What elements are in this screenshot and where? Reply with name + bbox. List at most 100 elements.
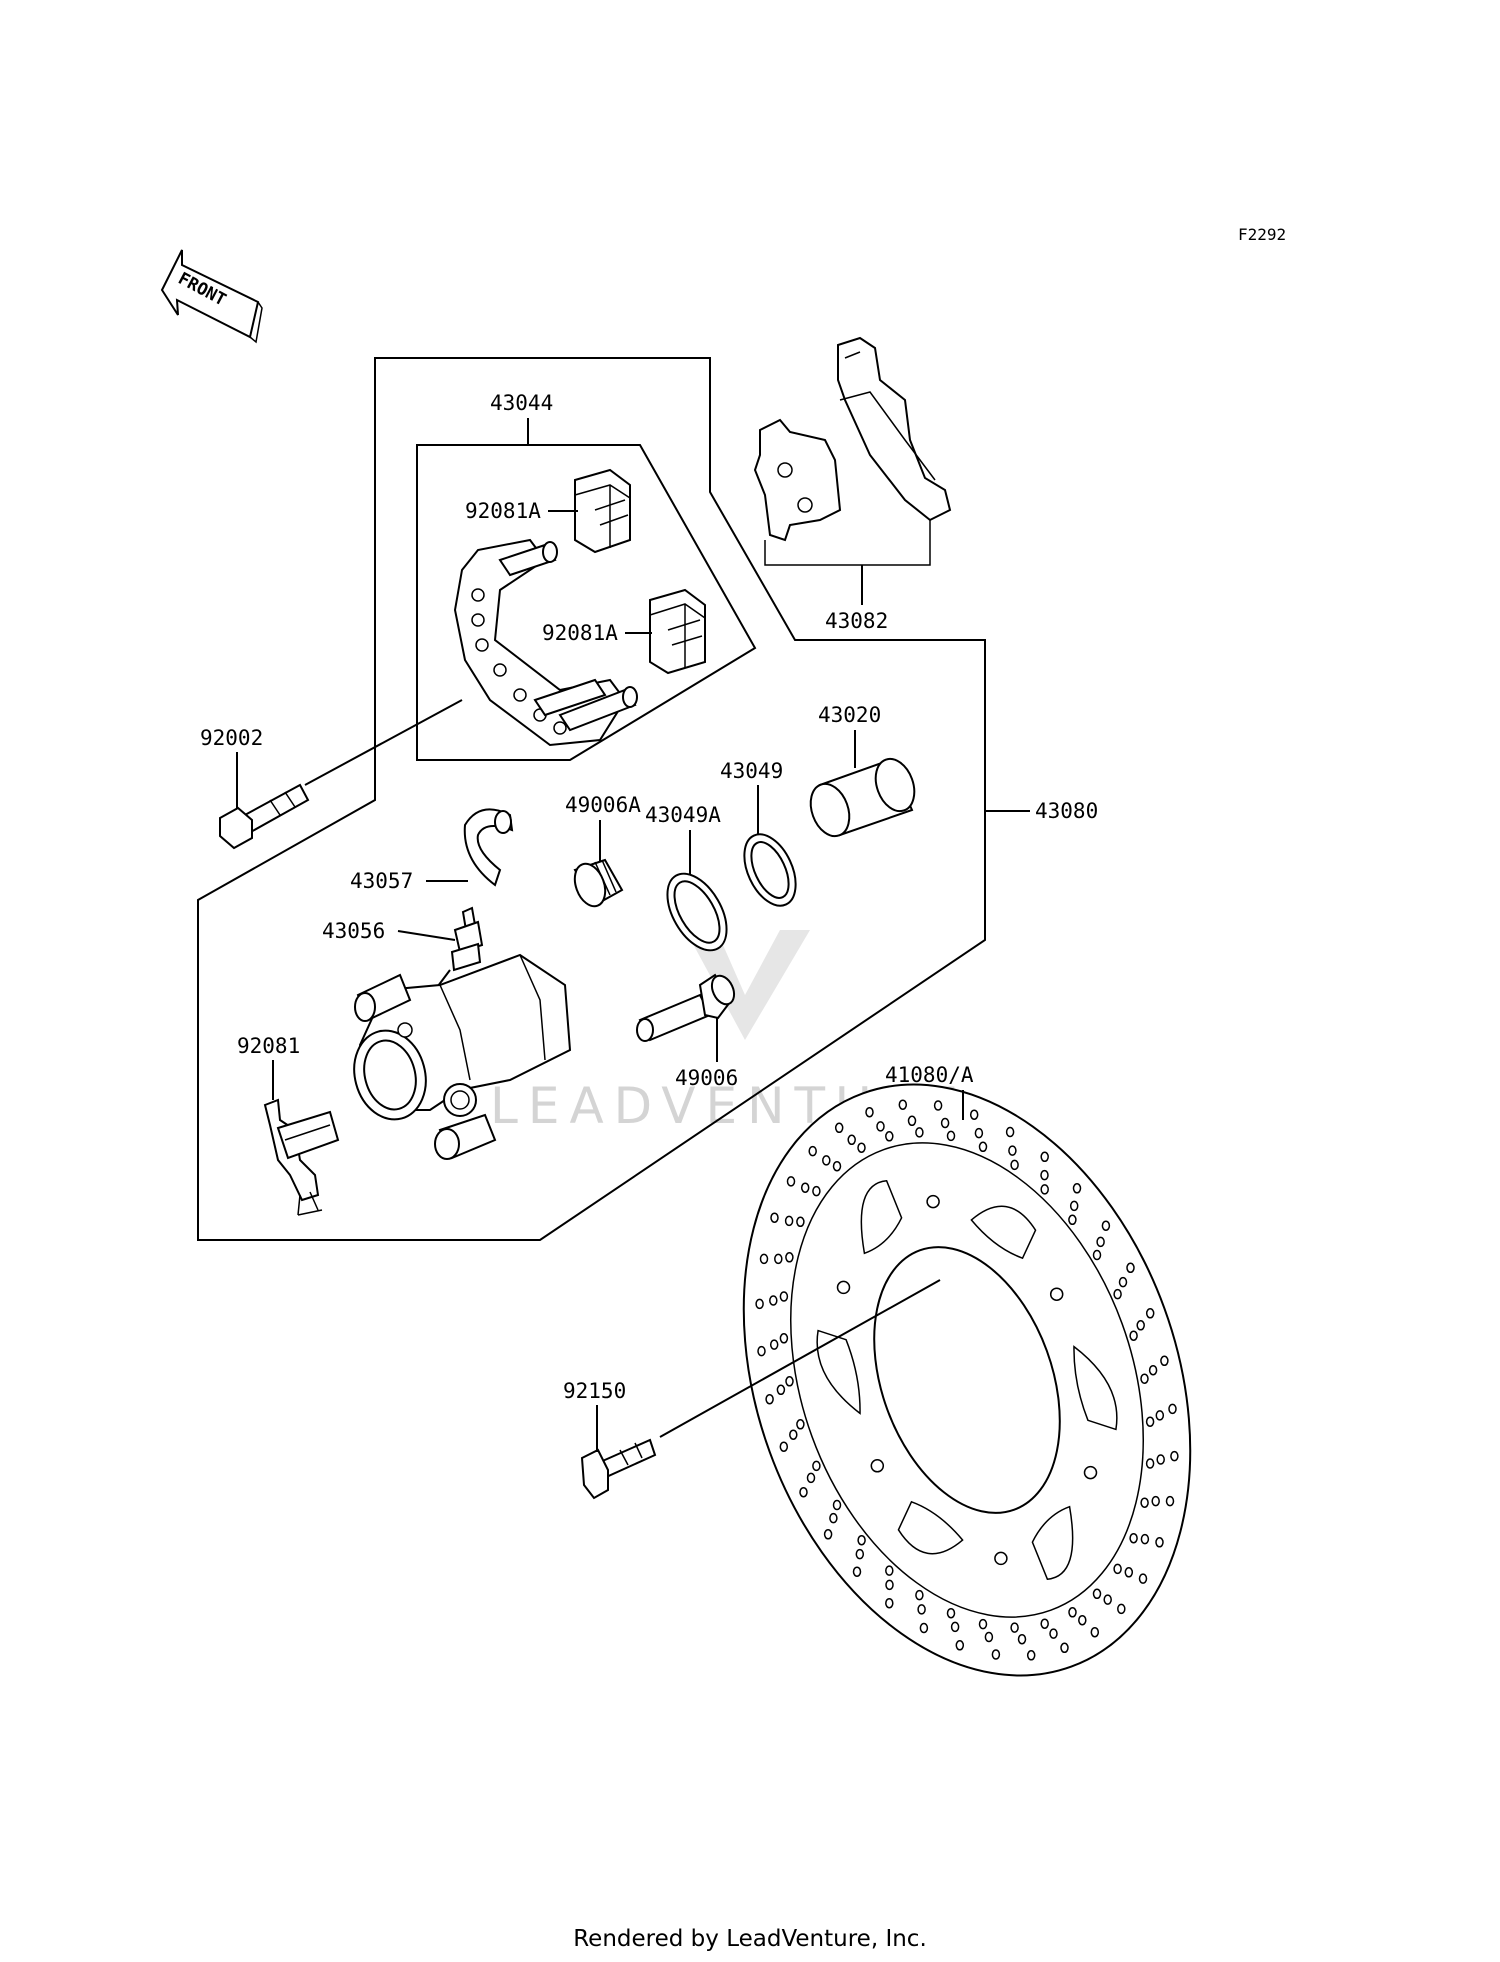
disc-perforation-hole (806, 1472, 816, 1484)
disc-perforation-hole (950, 1621, 960, 1633)
label-49006A: 49006A (565, 793, 641, 817)
disc-perforation-hole (1049, 1628, 1058, 1639)
disc-perforation-hole (769, 1339, 779, 1350)
disc-perforation-hole (784, 1215, 794, 1227)
disc-perforation-hole (1101, 1220, 1111, 1231)
disc-perforation-hole (757, 1345, 766, 1357)
disc-perforation-hole (852, 1566, 862, 1577)
disc-perforation-hole (834, 1122, 844, 1134)
disc-perforation-hole (1103, 1594, 1112, 1605)
disc-lightening-slot (1073, 1345, 1118, 1431)
spring-clip-92081 (263, 1098, 340, 1216)
disc-perforation-hole (755, 1298, 764, 1310)
disc-perforation-hole (789, 1429, 798, 1440)
disc-perforation-hole (1145, 1308, 1155, 1319)
disc-mounting-hole (870, 1459, 885, 1473)
disc-mounting-hole (1083, 1465, 1098, 1480)
brake-disc-41080A (742, 1083, 1192, 1677)
bracket-43044-boundary (416, 444, 757, 761)
assembly-43080-boundary (197, 357, 986, 1241)
diagram-code: F2292 (1238, 225, 1286, 244)
disc-mounting-hole (1049, 1287, 1064, 1301)
disc-mounting-hole (926, 1194, 940, 1209)
boot-49006A (573, 858, 624, 908)
disc-mounting-hole (994, 1551, 1008, 1566)
disc-perforation-hole (770, 1212, 779, 1223)
disc-perforation-hole (796, 1419, 805, 1430)
disc-perforation-hole (832, 1499, 842, 1511)
disc-perforation-hole (1060, 1642, 1069, 1654)
disc-perforation-hole (1068, 1607, 1077, 1618)
disc-perforation-hole (796, 1216, 805, 1228)
bleeder-valve-43056 (450, 906, 484, 972)
disc-perforation-hole (885, 1565, 894, 1576)
disc-perforation-hole (759, 1253, 769, 1265)
disc-perforation-hole (915, 1127, 924, 1138)
disc-perforation-hole (1113, 1563, 1122, 1575)
disc-perforation-hole (785, 1376, 794, 1387)
disc-perforation-hole (865, 1106, 874, 1118)
disc-perforation-hole (857, 1534, 866, 1546)
disc-perforation-hole (1140, 1497, 1149, 1508)
label-43056: 43056 (322, 919, 385, 943)
disc-perforation-hole (800, 1182, 810, 1193)
disc-perforation-hole (876, 1121, 885, 1132)
disc-perforation-hole (1092, 1249, 1102, 1261)
pad-spring-92081A-top (574, 468, 631, 554)
disc-perforation-hole (1068, 1214, 1077, 1226)
label-92081A-bottom: 92081A (542, 621, 618, 645)
disc-perforation-hole (1113, 1288, 1122, 1300)
disc-perforation-hole (779, 1441, 789, 1452)
brake-pads-43082 (753, 336, 952, 566)
front-arrow-icon: FRONT (160, 249, 263, 344)
seal-43049A (666, 872, 728, 952)
disc-lightening-slot (897, 1500, 964, 1555)
label-49006: 49006 (675, 1066, 738, 1090)
disc-perforation-hole (1010, 1159, 1019, 1171)
disc-perforation-hole (885, 1579, 894, 1591)
disc-perforation-hole (946, 1130, 956, 1142)
disc-perforation-hole (969, 1109, 979, 1120)
label-92150: 92150 (563, 1379, 626, 1403)
disc-perforation-hole (812, 1185, 821, 1197)
disc-perforation-hole (855, 1548, 865, 1560)
disc-perforation-hole (1124, 1567, 1134, 1578)
disc-perforation-hole (1040, 1151, 1049, 1163)
disc-perforation-hole (1140, 1373, 1149, 1384)
disc-bolt-92150 (580, 1438, 657, 1500)
disc-perforation-hole (1136, 1320, 1145, 1331)
disc-perforation-hole (978, 1618, 988, 1630)
footer-credit: Rendered by LeadVenture, Inc. (573, 1926, 927, 1952)
disc-perforation-hole (1005, 1126, 1015, 1138)
disc-perforation-hole (915, 1589, 924, 1601)
disc-perforation-hole (933, 1100, 943, 1111)
disc-perforation-hole (984, 1631, 994, 1643)
disc-perforation-hole (799, 1486, 808, 1498)
caliper-body (353, 953, 572, 1160)
disc-perforation-hole (1165, 1495, 1175, 1507)
label-43044: 43044 (490, 391, 553, 415)
disc-perforation-hole (1040, 1184, 1049, 1195)
label-43080: 43080 (1035, 799, 1098, 823)
disc-perforation-hole (857, 1142, 866, 1153)
disc-perforation-hole (1145, 1416, 1155, 1427)
disc-perforation-hole (1092, 1588, 1102, 1600)
disc-perforation-hole (1117, 1603, 1126, 1615)
disc-perforation-hole (974, 1127, 984, 1139)
disc-perforation-hole (1008, 1145, 1017, 1156)
disc-lightening-slot (1031, 1505, 1074, 1581)
disc-perforation-hole (1155, 1537, 1164, 1548)
pin-49006 (636, 973, 736, 1042)
disc-perforation-hole (785, 1252, 794, 1263)
disc-perforation-hole (907, 1115, 917, 1127)
disc-lightening-slot (816, 1329, 861, 1415)
disc-perforation-hole (885, 1597, 894, 1609)
disc-perforation-hole (917, 1604, 926, 1615)
disc-perforation-hole (1145, 1458, 1155, 1469)
label-43057: 43057 (350, 869, 413, 893)
disc-perforation-hole (940, 1117, 950, 1129)
disc-perforation-hole (823, 1529, 833, 1540)
disc-perforation-hole (1138, 1573, 1148, 1584)
disc-perforation-hole (991, 1649, 1001, 1660)
disc-perforation-hole (1010, 1622, 1019, 1633)
